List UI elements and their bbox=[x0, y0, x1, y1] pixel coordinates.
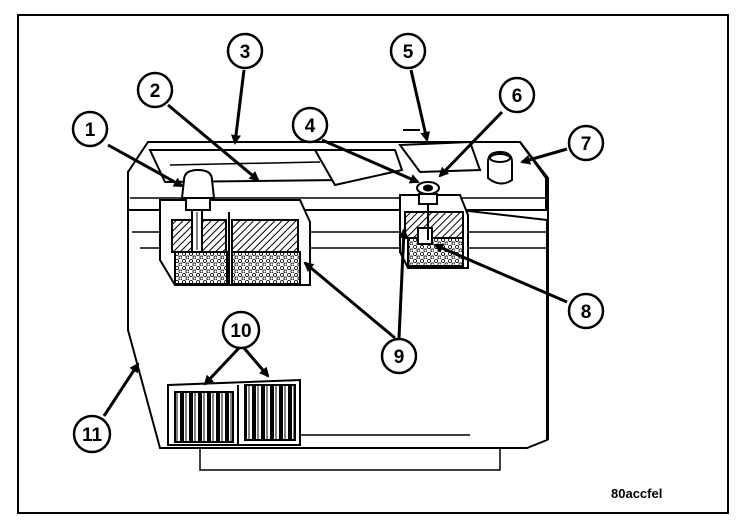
callout-2: 2 bbox=[136, 71, 174, 109]
callout-1-number: 1 bbox=[85, 120, 96, 141]
callout-8: 8 bbox=[567, 292, 605, 330]
positive-terminal-post bbox=[180, 168, 216, 253]
callout-3: 3 bbox=[226, 32, 264, 70]
callout-11: 11 bbox=[72, 414, 112, 454]
right-cell-cutaway bbox=[399, 194, 469, 269]
callout-4-number: 4 bbox=[305, 116, 316, 137]
cell-vent-rod bbox=[416, 181, 440, 240]
callout-5-number: 5 bbox=[403, 42, 414, 63]
callout-3-number: 3 bbox=[240, 42, 251, 63]
callout-1: 1 bbox=[71, 110, 109, 148]
callout-7-number: 7 bbox=[581, 134, 592, 155]
callout-5: 5 bbox=[389, 32, 427, 70]
callout-11-number: 11 bbox=[82, 425, 103, 446]
callout-9: 9 bbox=[380, 337, 418, 375]
callout-7: 7 bbox=[567, 124, 605, 162]
left-cell-cutaway bbox=[159, 199, 311, 286]
callout-10: 10 bbox=[221, 310, 261, 350]
plate-cutaway bbox=[167, 378, 301, 446]
callout-2-number: 2 bbox=[150, 81, 161, 102]
negative-terminal-post bbox=[487, 150, 513, 185]
callout-9-number: 9 bbox=[394, 347, 405, 368]
callout-leaders bbox=[102, 69, 568, 417]
callout-8-number: 8 bbox=[581, 302, 592, 323]
callout-6: 6 bbox=[498, 76, 536, 114]
callout-4: 4 bbox=[291, 106, 329, 144]
callout-6-number: 6 bbox=[512, 86, 523, 107]
callout-10-number: 10 bbox=[230, 321, 251, 342]
figure-code-label: 80accfel bbox=[611, 486, 663, 501]
